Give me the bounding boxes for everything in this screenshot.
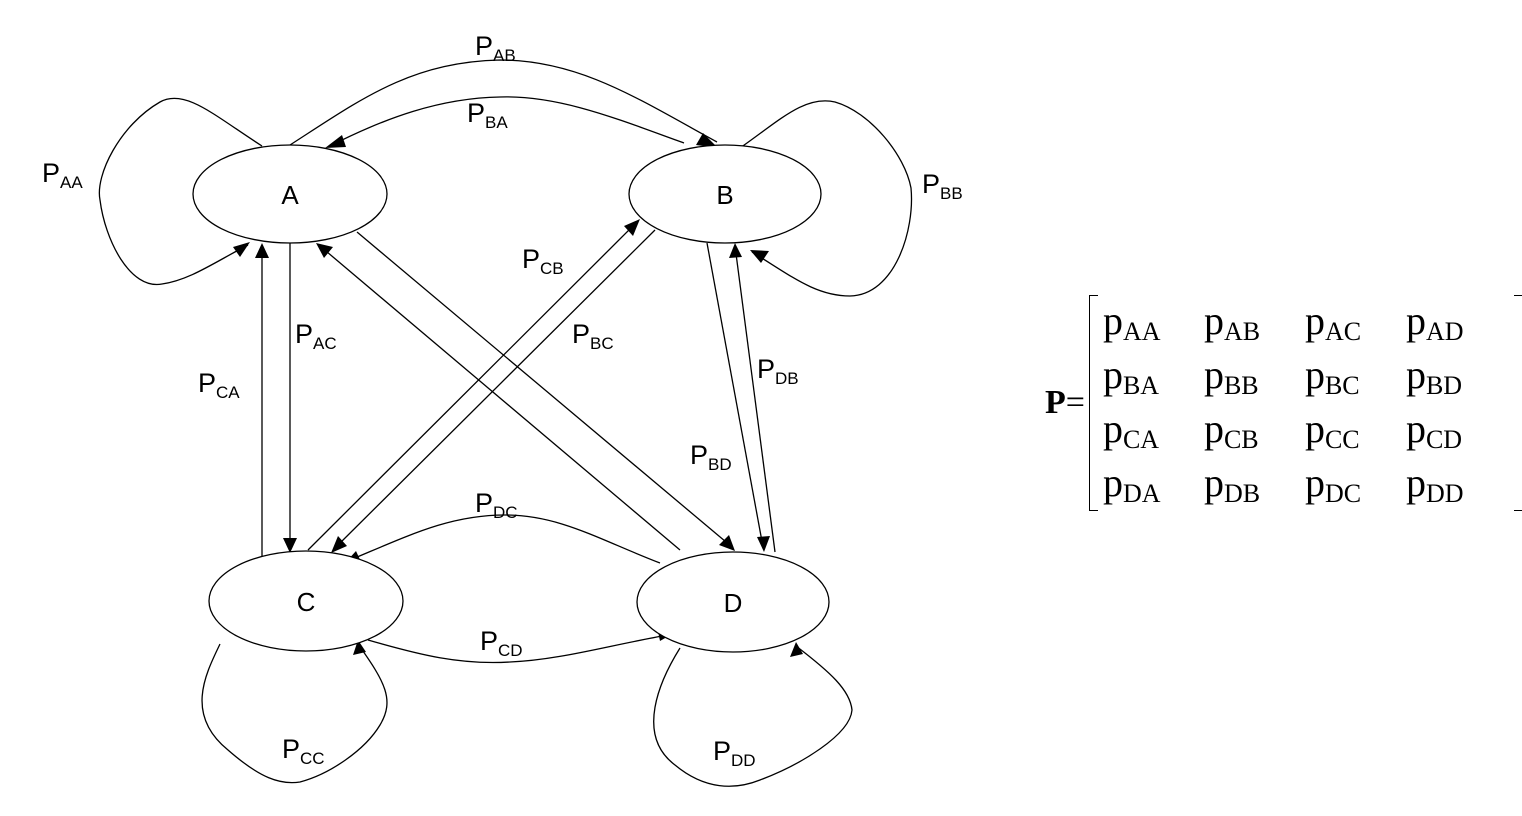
edge-label-DB: PDB [757,354,799,388]
matrix-name: P [1045,384,1066,421]
edge-label-AA: PAA [42,158,83,192]
matrix-cell: pCC [1304,406,1360,454]
edge-CB [307,222,637,551]
matrix-cell: pCB [1203,406,1259,454]
arrowhead-CA [255,243,269,258]
right-bracket [1513,295,1522,511]
markov-state-diagram: A B C D PAA PAB PBA PBB PAC PCA PCB PBC … [42,31,963,787]
matrix-equals: = [1065,384,1085,421]
edge-label-DD: PDD [713,736,756,770]
matrix-cell: pBC [1304,352,1360,400]
edge-DD [653,645,853,787]
arrowhead-BD [757,536,770,552]
matrix-cell: pDC [1304,460,1362,508]
node-B: B [628,144,822,244]
edge-DA [319,245,681,551]
edge-BC [334,229,656,549]
arrowhead-AA [233,242,250,257]
arrowhead-CC [353,640,366,655]
edge-DB [734,245,776,553]
node-label-B: B [716,180,733,210]
edge-AA [98,97,263,286]
arrowhead-DB [729,243,742,258]
matrix-cell: pBB [1203,352,1259,400]
edge-BD [706,242,764,548]
edge-label-BC: PBC [572,319,614,353]
matrix-cell: pCD [1405,406,1463,454]
node-C: C [208,550,404,652]
arrowhead-BB [750,250,769,263]
edge-DC [349,514,661,564]
edge-label-AB: PAB [475,31,516,65]
matrix-cell: pBD [1405,352,1463,400]
matrix-cell: pDB [1203,460,1261,508]
arrowhead-CB [624,219,640,236]
arrowhead-BC [331,536,347,553]
matrix-cell: pAD [1405,298,1464,346]
edge-label-BD: PBD [690,440,732,474]
matrix-body: pAA pAB pAC pAD pBA pBB pBC pBD pCA pCB … [1087,293,1522,513]
matrix-cell: pCA [1102,406,1160,454]
left-bracket [1088,295,1098,511]
matrix-cell: pAB [1203,298,1261,346]
edge-CD [367,634,669,664]
edge-AD [356,231,733,548]
matrix-cell: pDD [1405,460,1464,508]
edge-AB [289,59,718,146]
node-label-D: D [724,588,743,618]
arrowhead-DA [316,243,333,258]
edge-label-CB: PCB [522,244,564,278]
arrowhead-DD [790,642,803,657]
matrix-cell: pDA [1102,460,1161,508]
arrowhead-AB [696,133,718,148]
matrix-grid: pAA pAB pAC pAD pBA pBB pBC pBD pCA pCB … [1103,293,1507,512]
arrowhead-BA [325,135,346,148]
arrowhead-AC [283,538,297,553]
node-label-A: A [281,180,299,210]
edge-BB [739,100,913,297]
node-D: D [636,551,830,653]
matrix-cell: pAA [1102,298,1161,346]
edge-CC [201,643,388,784]
node-A: A [192,144,388,244]
transition-matrix: P = pAA pAB pAC pAD pBA pBB pBC pBD pCA … [1045,293,1522,513]
edge-label-CA: PCA [198,368,240,402]
edge-BA [329,96,685,147]
matrix-cell: pBA [1102,352,1160,400]
edge-label-CC: PCC [282,734,325,768]
edge-label-CD: PCD [480,626,523,660]
matrix-cell: pAC [1304,298,1362,346]
arrowhead-AD [719,535,735,551]
edge-label-BA: PBA [467,98,508,132]
edge-label-DC: PDC [475,488,518,522]
edge-label-BB: PBB [922,169,963,203]
node-label-C: C [297,587,316,617]
edge-label-AC: PAC [295,319,337,353]
